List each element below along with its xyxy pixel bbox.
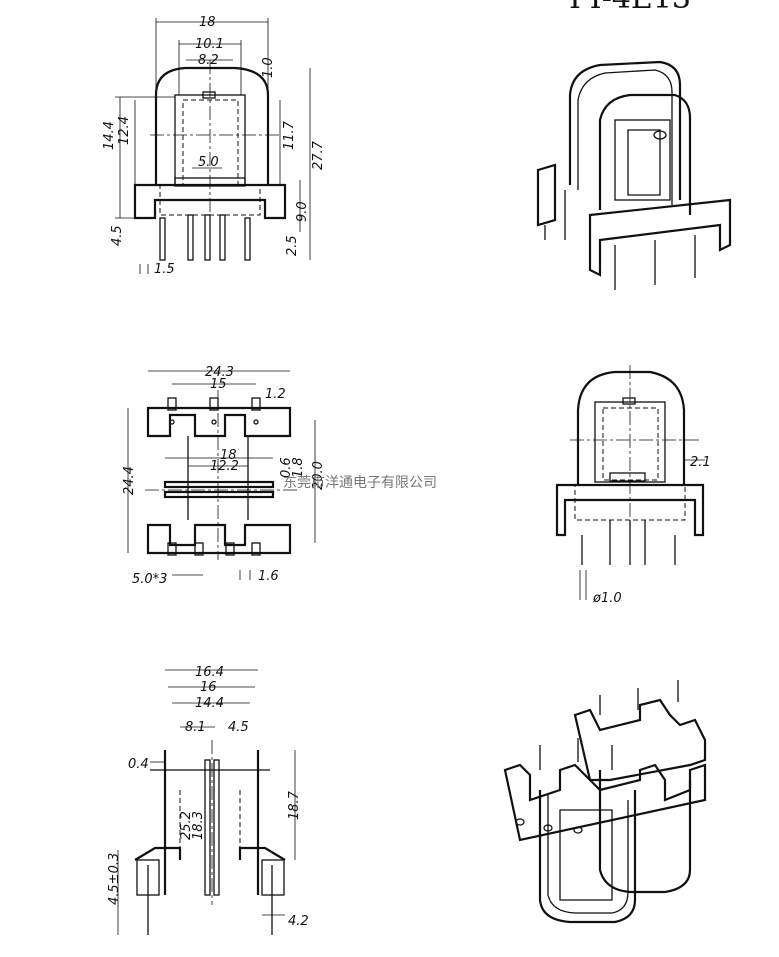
dim-4-5-b: 4.5 (228, 720, 249, 735)
dim-24-3: 24.3 (205, 365, 234, 380)
dim-1-0: 1.0 (261, 57, 276, 78)
dim-0-4: 0.4 (128, 757, 149, 772)
side-view-bottom: 16.4 16 14.4 8.1 4.5 0.4 25.2 18.3 18.7 … (107, 665, 309, 935)
dim-1-6: 1.6 (258, 569, 279, 584)
dim-4-5pm: 4.5±0.3 (107, 853, 122, 905)
dim-4-2: 4.2 (288, 914, 309, 929)
dim-14-4-b: 14.4 (195, 696, 224, 711)
dim-18-7: 18.7 (287, 790, 302, 820)
dim-25-2: 25.2 (179, 811, 194, 840)
dim-15: 15 (210, 377, 227, 392)
dim-11-7: 11.7 (282, 120, 297, 150)
dim-8-2: 8.2 (198, 53, 219, 68)
dim-18-3: 18.3 (191, 811, 206, 840)
isometric-view-bottom (503, 680, 707, 924)
isometric-view-top (536, 60, 732, 290)
watermark-text: 东莞市洋通电子有限公司 (283, 474, 437, 491)
dim-12-4: 12.4 (117, 116, 132, 145)
dim-14-4: 14.4 (102, 121, 117, 150)
dim-5-0x3: 5.0*3 (132, 572, 167, 587)
dim-20-0: 20.0 (311, 461, 326, 490)
front-view-top: 18 10.1 8.2 1.0 14.4 12.4 11.7 27.7 5.0 … (102, 15, 326, 277)
dim-0-6: 0.6 (279, 457, 294, 478)
dim-18-b: 18 (220, 448, 237, 463)
dim-9-0: 9.0 (295, 201, 310, 222)
side-view-middle: 2.1 ø1.0 (555, 365, 711, 606)
dim-16-4: 16.4 (195, 665, 224, 680)
dim-2-5: 2.5 (285, 235, 300, 256)
dim-12-2: 12.2 (210, 459, 239, 474)
dim-1-5: 1.5 (154, 262, 175, 277)
dim-1-2: 1.2 (265, 387, 286, 402)
dim-16: 16 (200, 680, 217, 695)
dim-10-1: 10.1 (195, 37, 224, 52)
dim-8-1: 8.1 (185, 720, 206, 735)
dim-1-8: 1.8 (291, 457, 306, 478)
dim-24-4: 24.4 (122, 466, 137, 495)
dim-phi-1-0: ø1.0 (592, 591, 622, 606)
top-view-middle: 24.3 15 1.2 18 12.2 0.6 1.8 20.0 24.4 5.… (122, 365, 326, 587)
drawing-title: TT-4E13 (565, 0, 691, 16)
dim-5-0: 5.0 (198, 155, 219, 170)
dim-18: 18 (199, 15, 216, 30)
dim-2-1: 2.1 (690, 455, 711, 470)
dim-27-7: 27.7 (311, 140, 326, 170)
dim-4-5: 4.5 (110, 225, 125, 246)
